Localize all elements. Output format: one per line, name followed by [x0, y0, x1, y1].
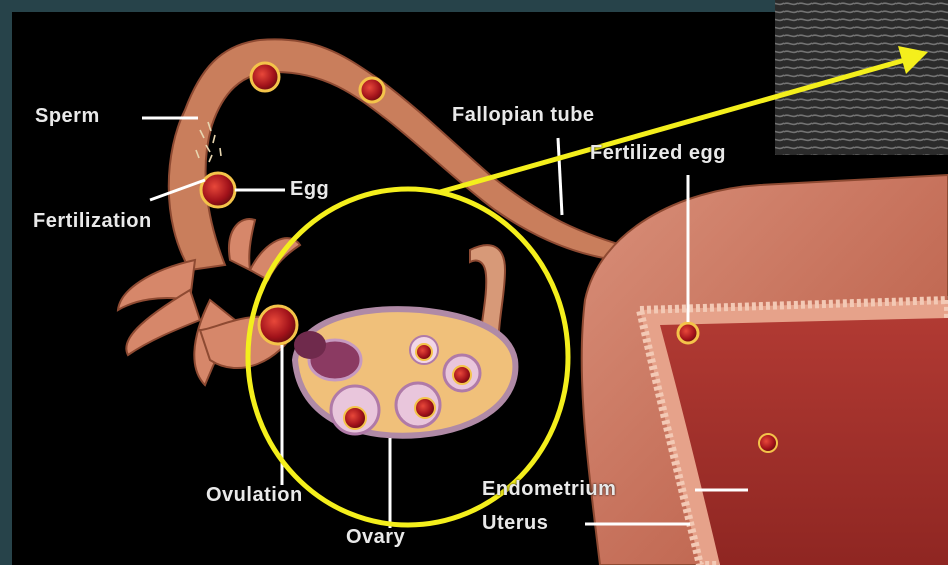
label-fertilization: Fertilization [33, 210, 152, 233]
label-ovulation: Ovulation [206, 484, 303, 507]
label-uterus: Uterus [482, 512, 548, 535]
label-egg: Egg [290, 178, 329, 201]
label-fallopian-tube: Fallopian tube [452, 104, 595, 127]
label-ovary: Ovary [346, 526, 405, 549]
uterus-shape [582, 175, 948, 565]
ultrasound-inset [775, 0, 948, 155]
label-sperm: Sperm [35, 105, 100, 128]
label-fertilized-egg: Fertilized egg [590, 142, 726, 165]
ovary-shape [294, 309, 515, 436]
label-endometrium: Endometrium [482, 478, 616, 501]
